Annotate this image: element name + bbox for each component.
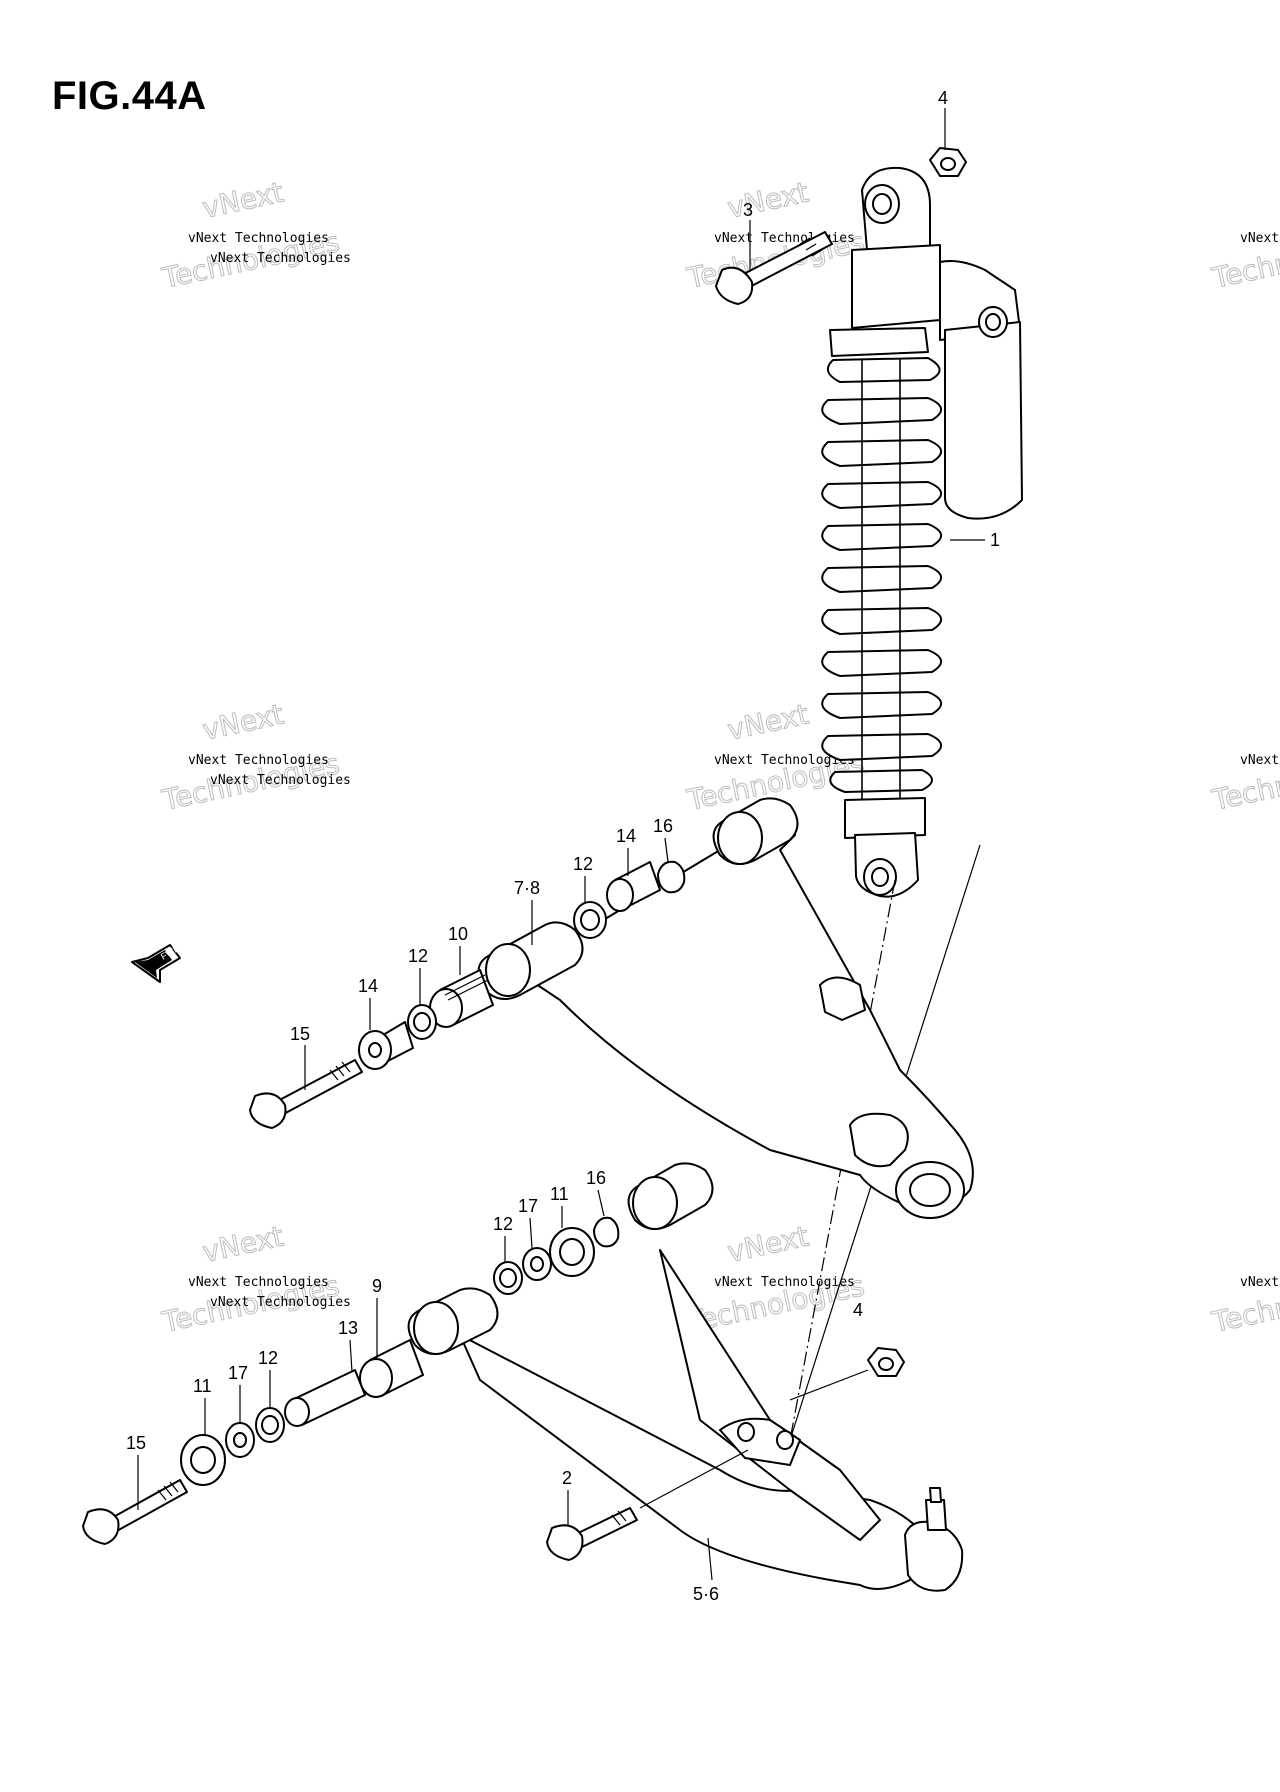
figure-title: FIG.44A: [52, 74, 207, 118]
watermark-outline-top: vNext: [725, 1220, 812, 1269]
coil-spring: [821, 357, 942, 793]
watermark-5: vNext Technologies vNext Technologies vN…: [158, 1219, 351, 1339]
callout-17-lower: 17: [518, 1196, 538, 1216]
watermark-outline-top: vNext: [725, 698, 812, 747]
watermark-1: vNext Technologies vNext Technologies vN…: [158, 175, 351, 295]
callout-7-8: 7·8: [514, 878, 540, 898]
watermark-outline-top: vNext: [200, 1220, 287, 1269]
watermark-text: vNext Technologies: [714, 1275, 855, 1290]
upper-arm: [477, 797, 974, 1219]
watermark-outline-top: vNext: [200, 176, 287, 225]
callout-labels: 4 3 1 16 14 12 7·8 10 12 14 15 16 11 17 …: [126, 88, 1000, 1604]
watermark-text: vNext Technologies: [210, 251, 351, 266]
watermark-outline-top: vNext: [200, 698, 287, 747]
callout-3: 3: [743, 200, 753, 220]
watermark-text: vNext Technologies: [210, 773, 351, 788]
callout-15-upper: 15: [290, 1024, 310, 1044]
nut-4-top: [929, 147, 967, 177]
callout-12-upper: 12: [573, 854, 593, 874]
callout-16-lower: 16: [586, 1168, 606, 1188]
callout-5-6: 5·6: [693, 1584, 719, 1604]
watermark-text-clipped: vNext Technologies: [1240, 1275, 1280, 1290]
callout-1: 1: [990, 530, 1000, 550]
bolt-3: [715, 231, 833, 305]
callout-16-upper: 16: [653, 816, 673, 836]
watermark-text: vNext Technologies: [188, 753, 329, 768]
callout-4-lower: 4: [853, 1300, 863, 1320]
watermark-text-clipped: vNext Technologies: [1240, 231, 1280, 246]
callout-4-top: 4: [938, 88, 948, 108]
callout-9: 9: [372, 1276, 382, 1296]
callout-14-mid: 14: [358, 976, 378, 996]
lower-arm-hardware: [82, 1216, 905, 1561]
watermark-text-clipped: vNext Technologies: [1240, 753, 1280, 768]
callout-12-mid: 12: [408, 946, 428, 966]
watermark-outline-top: vNext: [725, 176, 812, 225]
watermark-text: vNext Technologies: [714, 231, 855, 246]
watermark-6: vNext Technologies vNext Technologies: [683, 1219, 868, 1339]
callout-12-bottom: 12: [258, 1348, 278, 1368]
watermark-text: vNext Technologies: [188, 1275, 329, 1290]
watermark-edge: vNext Technologies vNext Technologies vN…: [1208, 225, 1280, 1340]
lower-arm: [407, 1162, 964, 1592]
callout-12-lower: 12: [493, 1214, 513, 1234]
watermark-text: vNext Technologies: [210, 1295, 351, 1310]
callout-15-lower: 15: [126, 1433, 146, 1453]
callout-13: 13: [338, 1318, 358, 1338]
watermark-text: vNext Technologies: [714, 753, 855, 768]
watermark-text: vNext Technologies: [188, 231, 329, 246]
leader-lines: [137, 108, 985, 1581]
callout-17-bottom: 17: [228, 1363, 248, 1383]
callout-10: 10: [448, 924, 468, 944]
upper-arm-hardware: [249, 860, 686, 1129]
callout-11-bottom: 11: [193, 1376, 212, 1396]
shock-absorber: [789, 166, 1023, 1441]
watermark-2: vNext Technologies vNext Technologies: [683, 175, 868, 295]
callout-14-upper: 14: [616, 826, 636, 846]
callout-11-lower: 11: [550, 1184, 569, 1204]
watermark-group: vNext Technologies vNext Technologies vN…: [158, 175, 1280, 1340]
callout-2: 2: [562, 1468, 572, 1488]
fwd-arrow-icon: FWD: [131, 943, 182, 983]
watermark-3: vNext Technologies vNext Technologies vN…: [158, 697, 351, 817]
